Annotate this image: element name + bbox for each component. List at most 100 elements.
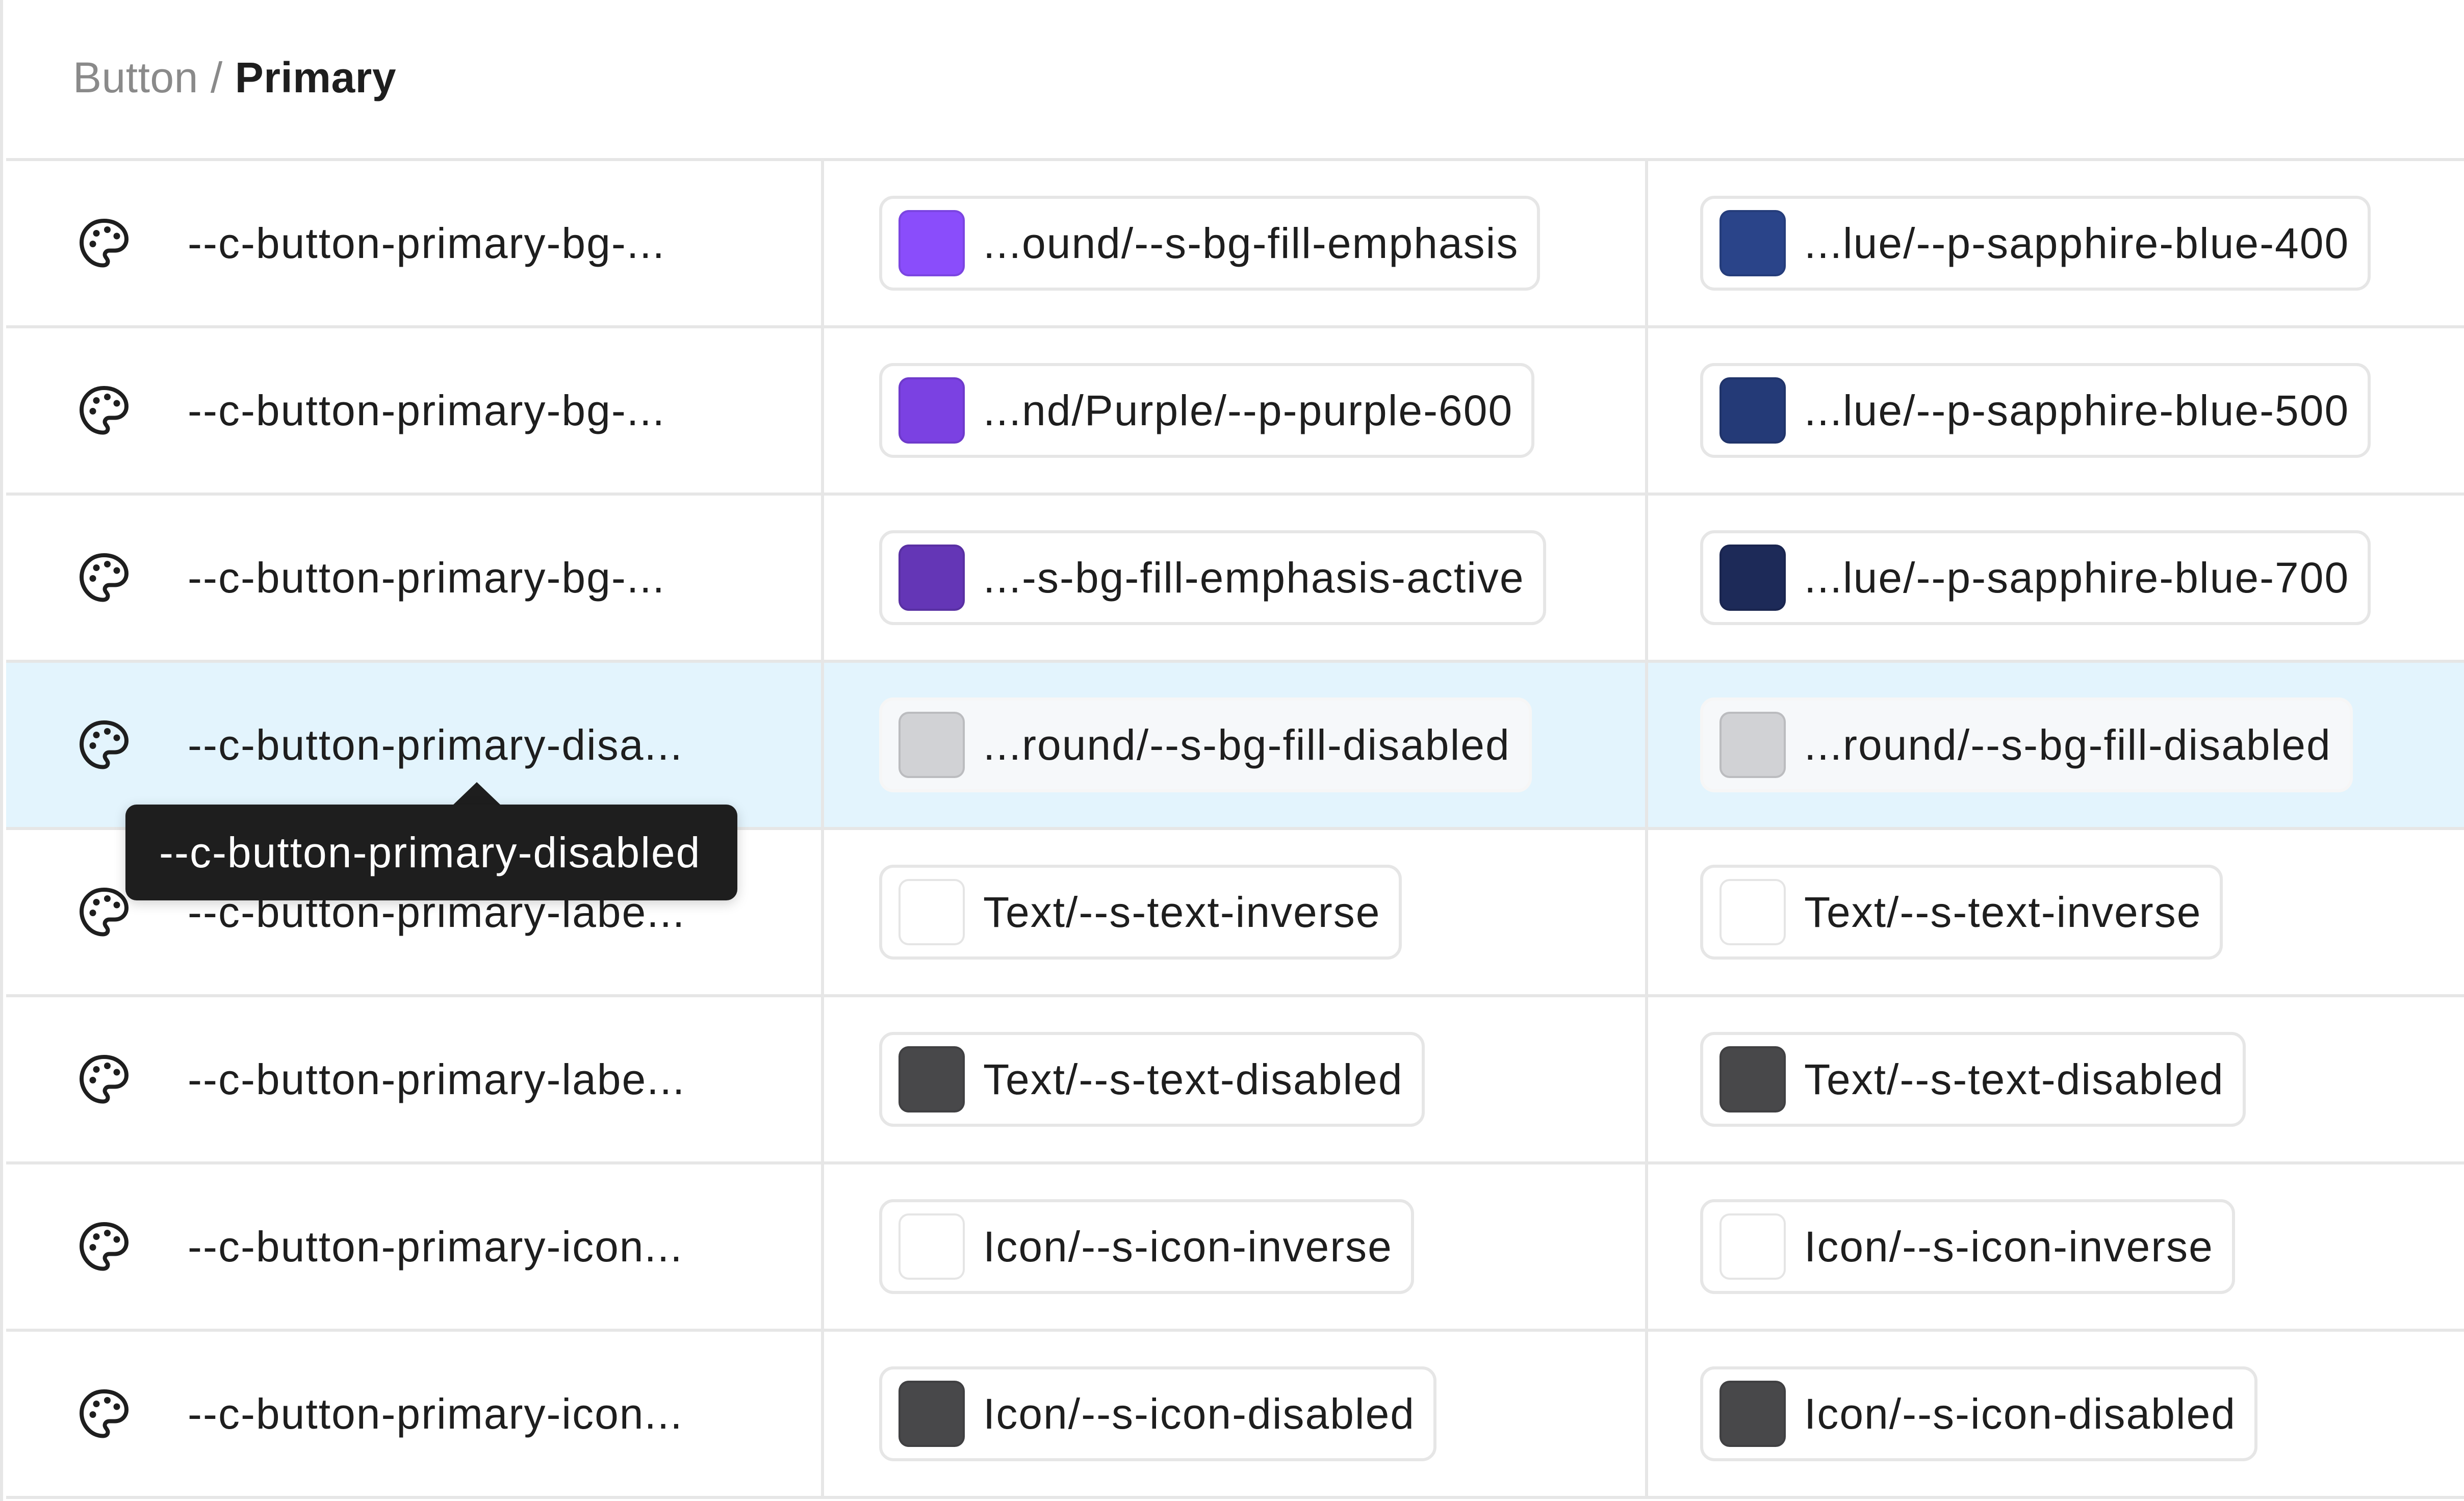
color-token-chip[interactable]: ...nd/Purple/--p-purple-600 (879, 363, 1535, 458)
color-token-label: Icon/--s-icon-disabled (983, 1389, 1416, 1438)
color-swatch (899, 879, 965, 945)
color-token-chip[interactable]: ...-s-bg-fill-emphasis-active (879, 530, 1546, 625)
color-token-label: ...round/--s-bg-fill-disabled (1804, 720, 2331, 769)
color-token-chip[interactable]: ...round/--s-bg-fill-disabled (879, 697, 1532, 792)
palette-icon (80, 888, 129, 937)
color-swatch (1719, 1213, 1786, 1280)
table-row[interactable]: --c-button-primary-icon... Icon/--s-icon… (6, 1164, 2464, 1332)
color-token-label: ...ound/--s-bg-fill-emphasis (983, 219, 1519, 267)
dark-mode-value-cell[interactable]: Icon/--s-icon-inverse (1651, 1164, 2464, 1329)
dark-mode-value-cell[interactable]: ...round/--s-bg-fill-disabled (1651, 663, 2464, 827)
color-swatch (1719, 1381, 1786, 1447)
color-swatch (1719, 210, 1786, 276)
variable-name-cell[interactable]: --c-button-primary-disa... (6, 663, 824, 827)
color-swatch (899, 1381, 965, 1447)
color-token-chip[interactable]: Text/--s-text-inverse (1700, 865, 2223, 960)
color-swatch (1719, 712, 1786, 778)
color-token-label: ...lue/--p-sapphire-blue-700 (1804, 553, 2350, 602)
variable-name-cell[interactable]: --c-button-primary-bg-... (6, 496, 824, 660)
breadcrumb-parent[interactable]: Button (73, 53, 198, 101)
palette-icon (80, 720, 129, 769)
color-token-label: Text/--s-text-inverse (1804, 888, 2202, 936)
dark-mode-value-cell[interactable]: Icon/--s-icon-disabled (1651, 1332, 2464, 1496)
color-token-label: Text/--s-text-inverse (983, 888, 1381, 936)
variable-name-cell[interactable]: --c-button-primary-bg-... (6, 161, 824, 325)
dark-mode-value-cell[interactable]: ...lue/--p-sapphire-blue-500 (1651, 328, 2464, 493)
variable-name: --c-button-primary-icon... (188, 1389, 683, 1438)
variable-name: --c-button-primary-bg-... (188, 386, 665, 434)
table-row[interactable]: --c-button-primary-icon... Icon/--s-icon… (6, 1332, 2464, 1499)
color-token-label: Text/--s-text-disabled (983, 1055, 1403, 1103)
color-token-chip[interactable]: ...lue/--p-sapphire-blue-700 (1700, 530, 2371, 625)
color-token-chip[interactable]: Text/--s-text-inverse (879, 865, 1402, 960)
breadcrumb-current: Primary (235, 53, 397, 101)
color-token-chip[interactable]: ...round/--s-bg-fill-disabled (1700, 697, 2353, 792)
light-mode-value-cell[interactable]: ...round/--s-bg-fill-disabled (827, 663, 1648, 827)
color-swatch (899, 712, 965, 778)
table-row[interactable]: --c-button-primary-labe... Text/--s-text… (6, 997, 2464, 1164)
color-swatch (1719, 879, 1786, 945)
light-mode-value-cell[interactable]: Text/--s-text-disabled (827, 997, 1648, 1161)
color-token-chip[interactable]: Icon/--s-icon-disabled (879, 1366, 1437, 1461)
light-mode-value-cell[interactable]: ...nd/Purple/--p-purple-600 (827, 328, 1648, 493)
color-token-label: Text/--s-text-disabled (1804, 1055, 2224, 1103)
color-swatch (1719, 377, 1786, 444)
variables-table: --c-button-primary-bg-... ...ound/--s-bg… (6, 158, 2464, 1499)
dark-mode-value-cell[interactable]: ...lue/--p-sapphire-blue-700 (1651, 496, 2464, 660)
light-mode-value-cell[interactable]: ...-s-bg-fill-emphasis-active (827, 496, 1648, 660)
color-token-label: ...nd/Purple/--p-purple-600 (983, 386, 1513, 434)
color-token-chip[interactable]: ...lue/--p-sapphire-blue-500 (1700, 363, 2371, 458)
color-swatch (899, 210, 965, 276)
color-token-label: ...lue/--p-sapphire-blue-500 (1804, 386, 2350, 434)
color-swatch (899, 377, 965, 444)
light-mode-value-cell[interactable]: Icon/--s-icon-disabled (827, 1332, 1648, 1496)
color-swatch (1719, 1046, 1786, 1112)
dark-mode-value-cell[interactable]: Text/--s-text-disabled (1651, 997, 2464, 1161)
light-mode-value-cell[interactable]: Icon/--s-icon-inverse (827, 1164, 1648, 1329)
palette-icon (80, 1389, 129, 1438)
table-row[interactable]: --c-button-primary-disa... ...round/--s-… (6, 663, 2464, 830)
light-mode-value-cell[interactable]: Text/--s-text-inverse (827, 830, 1648, 994)
color-token-label: Icon/--s-icon-inverse (1804, 1222, 2214, 1271)
color-token-chip[interactable]: Icon/--s-icon-inverse (879, 1199, 1414, 1294)
palette-icon (80, 1222, 129, 1271)
color-swatch (899, 1046, 965, 1112)
color-token-label: ...lue/--p-sapphire-blue-400 (1804, 219, 2350, 267)
variable-name-cell[interactable]: --c-button-primary-icon... (6, 1332, 824, 1496)
color-swatch (1719, 545, 1786, 611)
variable-name-cell[interactable]: --c-button-primary-icon... (6, 1164, 824, 1329)
palette-icon (80, 1055, 129, 1104)
tooltip: --c-button-primary-disabled (125, 805, 738, 900)
variable-name: --c-button-primary-icon... (188, 1222, 683, 1271)
palette-icon (80, 553, 129, 602)
color-token-label: Icon/--s-icon-inverse (983, 1222, 1393, 1271)
variable-name: --c-button-primary-bg-... (188, 553, 665, 602)
color-token-label: Icon/--s-icon-disabled (1804, 1389, 2237, 1438)
tooltip-arrow (452, 782, 501, 806)
variable-name-cell[interactable]: --c-button-primary-bg-... (6, 328, 824, 493)
dark-mode-value-cell[interactable]: ...lue/--p-sapphire-blue-400 (1651, 161, 2464, 325)
table-row[interactable]: --c-button-primary-bg-... ...ound/--s-bg… (6, 161, 2464, 328)
color-token-label: ...round/--s-bg-fill-disabled (983, 720, 1510, 769)
breadcrumb-separator: / (210, 53, 223, 101)
color-swatch (899, 545, 965, 611)
variable-name: --c-button-primary-disa... (188, 720, 683, 769)
dark-mode-value-cell[interactable]: Text/--s-text-inverse (1651, 830, 2464, 994)
light-mode-value-cell[interactable]: ...ound/--s-bg-fill-emphasis (827, 161, 1648, 325)
variable-name: --c-button-primary-labe... (188, 1055, 686, 1103)
table-row[interactable]: --c-button-primary-bg-... ...-s-bg-fill-… (6, 496, 2464, 663)
color-token-chip[interactable]: Text/--s-text-disabled (1700, 1032, 2246, 1127)
color-token-chip[interactable]: Icon/--s-icon-disabled (1700, 1366, 2258, 1461)
palette-icon (80, 219, 129, 268)
variable-name-cell[interactable]: --c-button-primary-labe... (6, 997, 824, 1161)
color-token-chip[interactable]: ...ound/--s-bg-fill-emphasis (879, 196, 1541, 291)
table-row[interactable]: --c-button-primary-bg-... ...nd/Purple/-… (6, 328, 2464, 496)
palette-icon (80, 386, 129, 435)
color-token-chip[interactable]: Text/--s-text-disabled (879, 1032, 1425, 1127)
color-token-chip[interactable]: ...lue/--p-sapphire-blue-400 (1700, 196, 2371, 291)
breadcrumb: Button / Primary (73, 47, 396, 108)
color-token-chip[interactable]: Icon/--s-icon-inverse (1700, 1199, 2235, 1294)
color-swatch (899, 1213, 965, 1280)
table-row[interactable]: --c-button-primary-labe... Text/--s-text… (6, 830, 2464, 997)
